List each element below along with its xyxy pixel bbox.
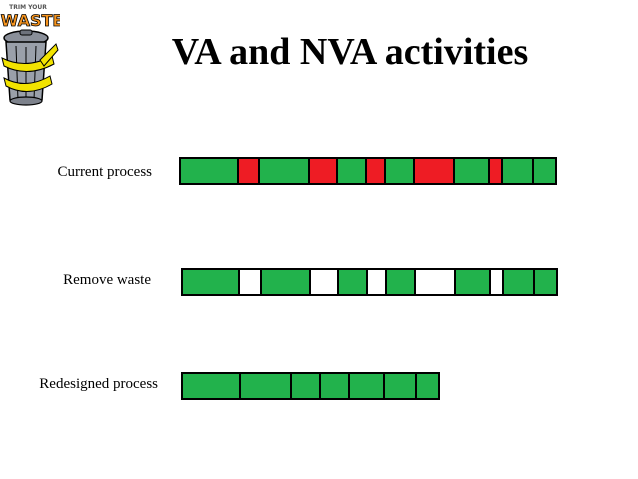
va-activity-segment [261,270,312,294]
logo-text-main: WASTE [1,11,60,30]
nva-activity-segment [489,159,504,183]
va-activity-segment [416,374,438,398]
nva-activity-segment [309,159,338,183]
logo-text-top: TRIM YOUR [9,4,47,11]
va-activity-segment [241,374,292,398]
removed-activity-segment [490,270,505,294]
trim-your-waste-logo: TRIM YOUR WASTE [0,4,60,106]
va-activity-segment [337,159,367,183]
va-activity-segment [291,374,322,398]
va-activity-segment [503,159,534,183]
removed-activity-segment [311,270,340,294]
va-activity-segment [534,270,556,294]
va-activity-segment [321,374,351,398]
trash-can-icon [1,29,59,106]
nva-activity-segment [238,159,260,183]
va-activity-segment [455,159,490,183]
nva-activity-segment [414,159,455,183]
nva-activity-segment [366,159,386,183]
va-activity-segment [533,159,555,183]
va-activity-segment [385,159,415,183]
slide-title: VA and NVA activities [171,31,529,73]
va-activity-segment [385,374,417,398]
va-activity-segment [183,270,241,294]
va-activity-segment [456,270,491,294]
va-activity-segment [181,159,239,183]
removed-activity-segment [368,270,388,294]
process-bar-redesigned [181,372,440,400]
va-activity-segment [183,374,242,398]
process-bar-current [179,157,557,185]
va-activity-segment [339,270,369,294]
row-label-current-process: Current process [57,164,152,180]
va-activity-segment [350,374,386,398]
row-label-remove-waste: Remove waste [63,272,151,288]
removed-activity-segment [416,270,457,294]
process-bar-remove-waste [181,268,558,296]
va-activity-segment [259,159,310,183]
removed-activity-segment [240,270,262,294]
va-activity-segment [504,270,535,294]
row-label-redesigned-process: Redesigned process [39,376,158,392]
va-activity-segment [387,270,417,294]
